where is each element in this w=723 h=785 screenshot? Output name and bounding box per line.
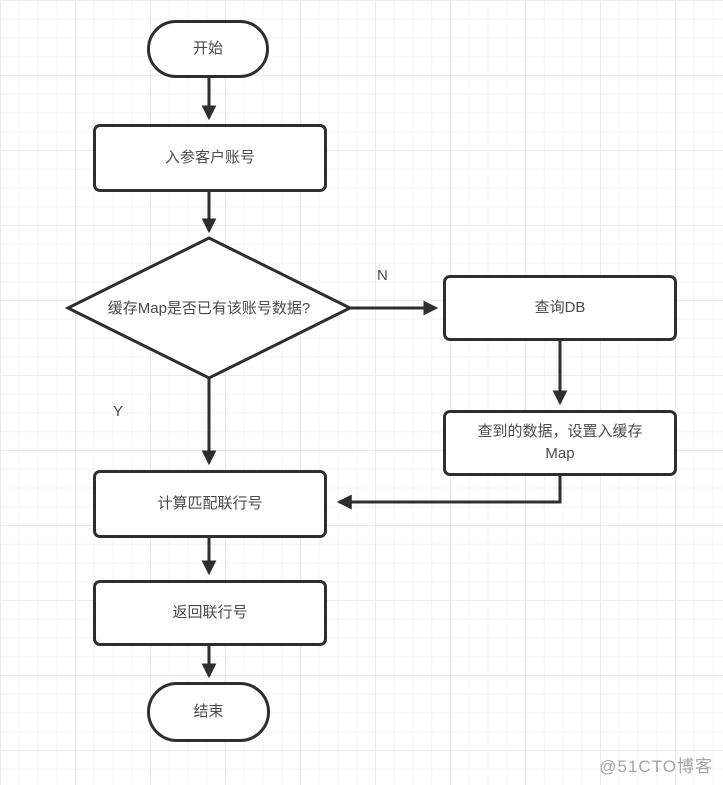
calc-bank-no-node-label: 计算匹配联行号: [157, 495, 263, 513]
cache-decision-node-label: 缓存Map是否已有该账号数据?: [107, 300, 311, 317]
return-bank-no-node: 返回联行号: [93, 580, 327, 646]
return-bank-no-node-label: 返回联行号: [172, 604, 248, 622]
end-node: 结束: [147, 682, 270, 742]
watermark: @51CTO博客: [599, 757, 713, 776]
set-cache-node: 查到的数据，设置入缓存Map: [443, 410, 677, 476]
branch-label-no: N: [377, 267, 388, 284]
start-node-label: 开始: [192, 40, 223, 58]
input-account-node-label: 入参客户账号: [164, 149, 255, 167]
input-account-node: 入参客户账号: [93, 124, 327, 192]
calc-bank-no-node: 计算匹配联行号: [93, 470, 327, 538]
end-node-label: 结束: [193, 703, 224, 721]
query-db-node: 查询DB: [443, 275, 677, 341]
set-cache-node-label: 查到的数据，设置入缓存Map: [477, 423, 643, 462]
arrow-setcache-to-calc: [336, 476, 562, 510]
branch-label-yes: Y: [113, 403, 124, 420]
start-node: 开始: [147, 20, 269, 78]
query-db-node-label: 查询DB: [534, 299, 586, 317]
